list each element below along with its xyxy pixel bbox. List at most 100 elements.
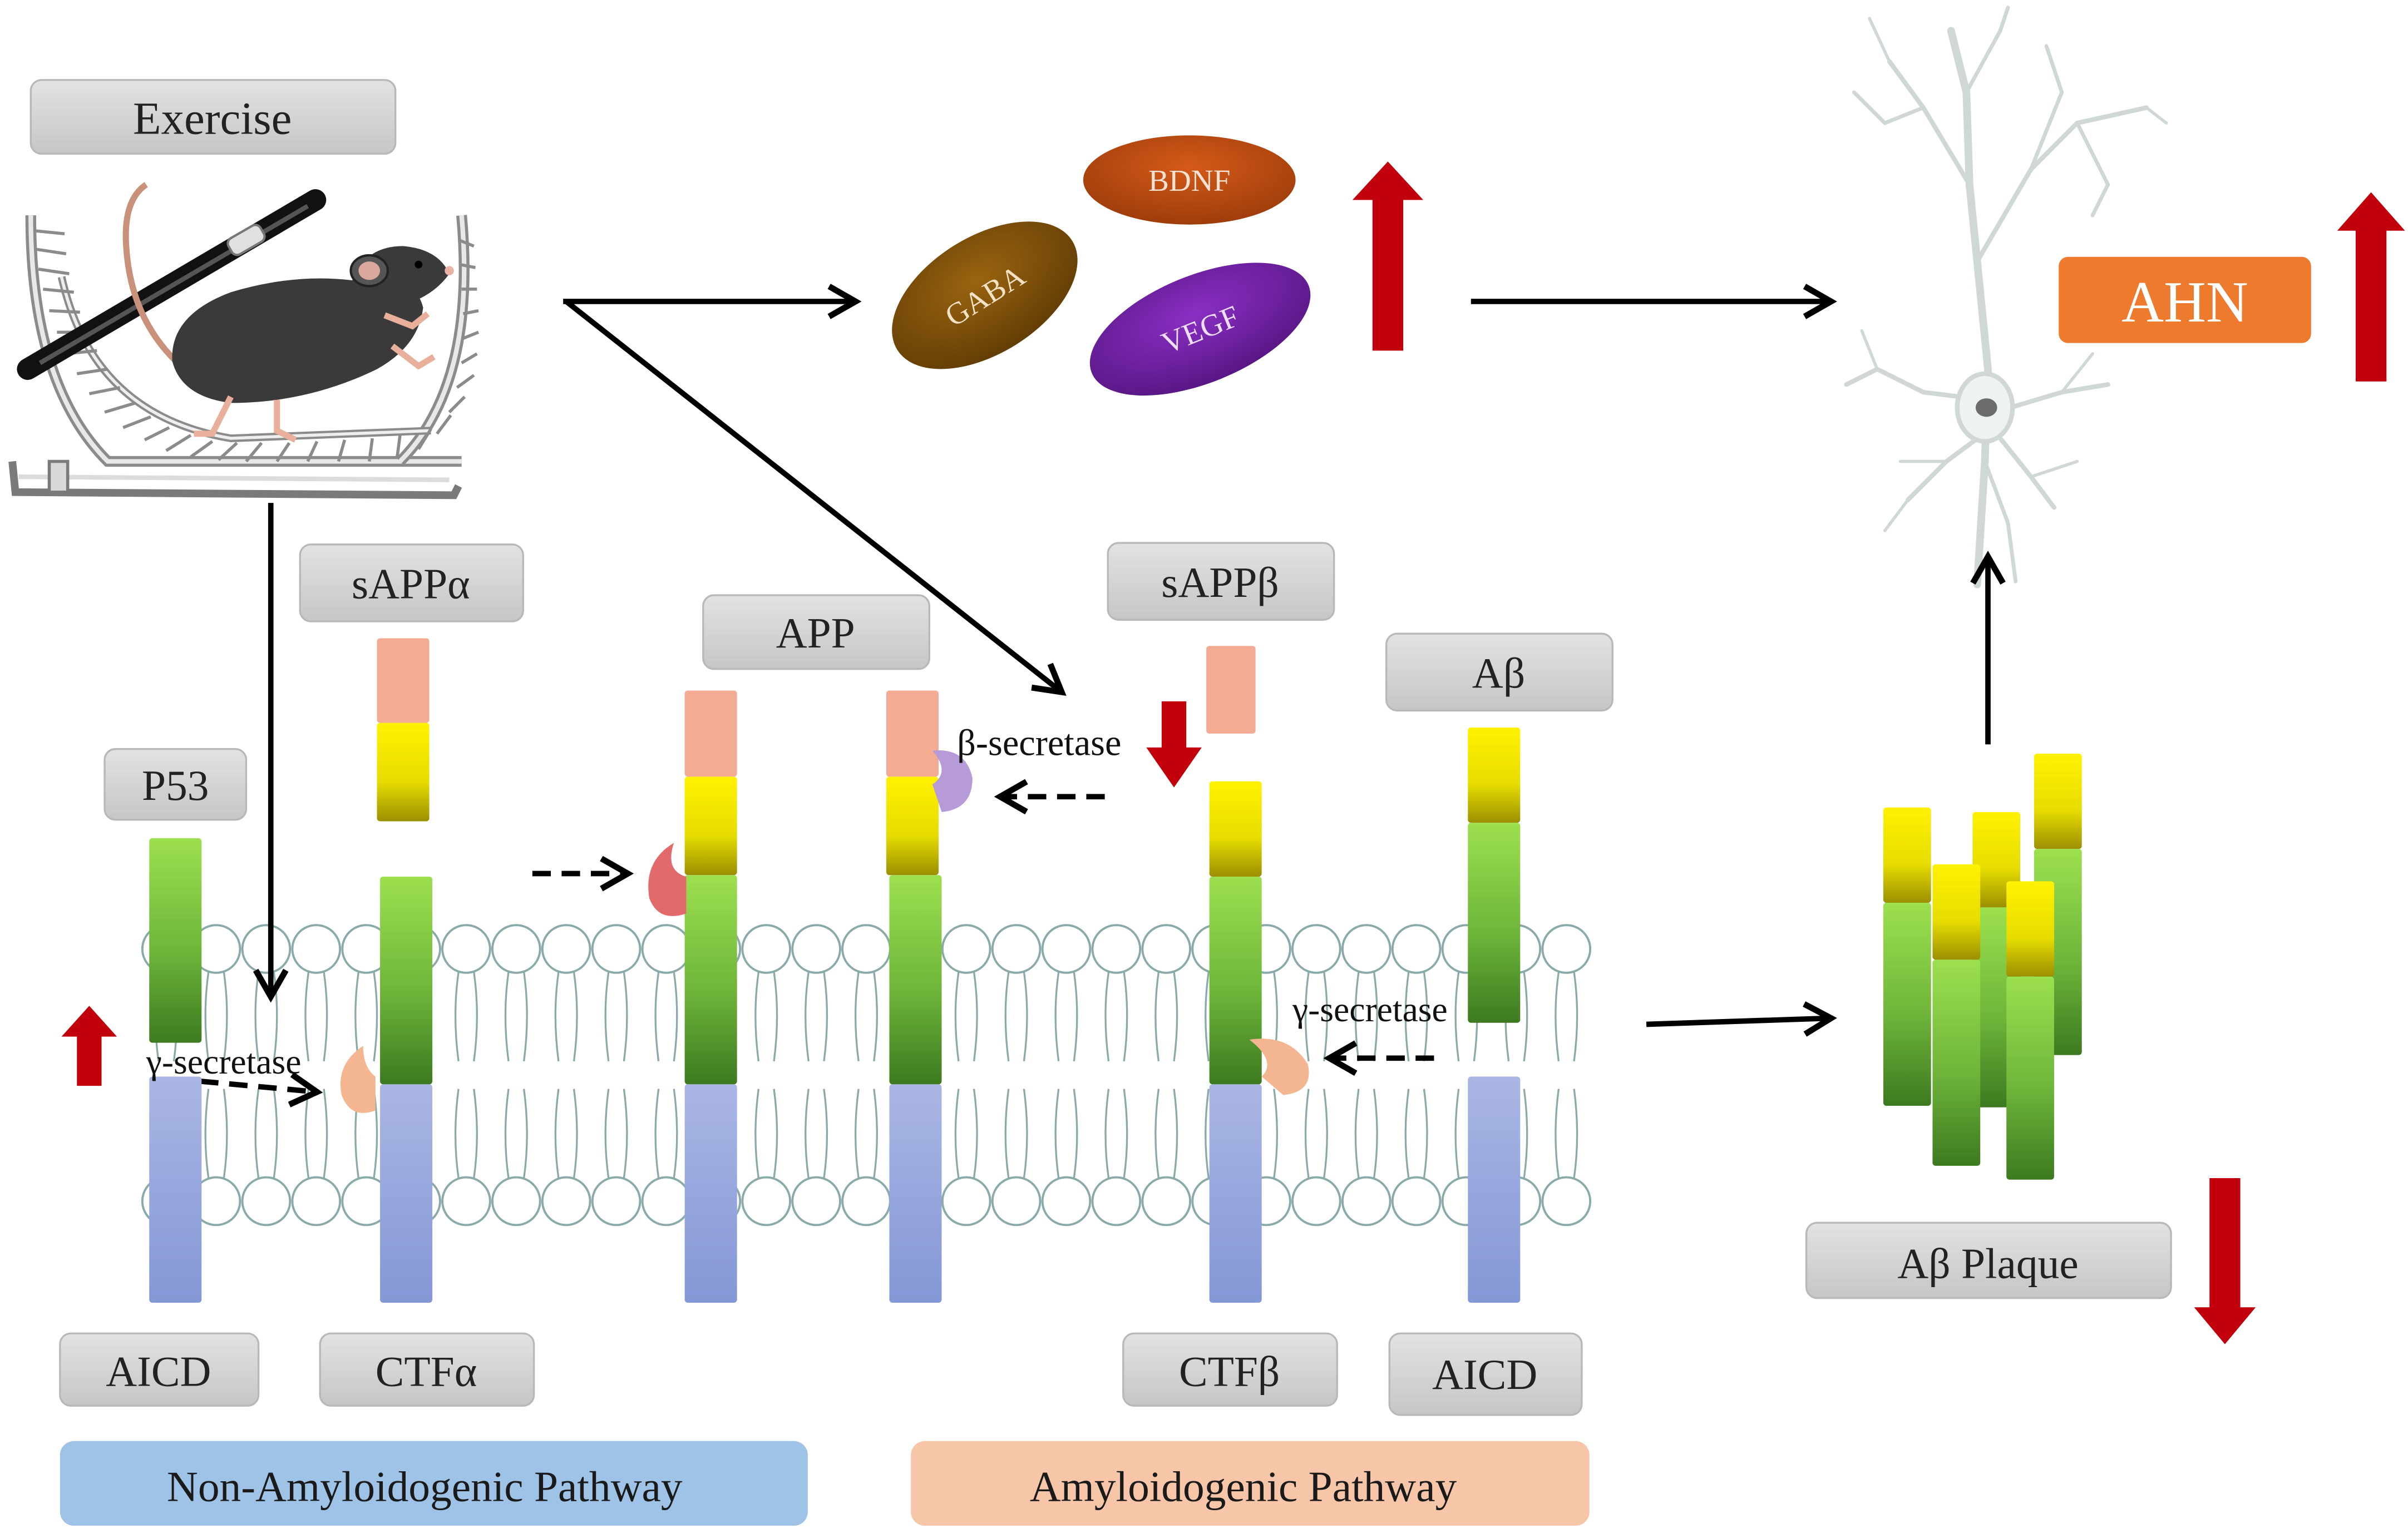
aicd-right-label: AICD [1432, 1351, 1537, 1398]
gamma-secretase-right-label: γ-secretase [1292, 990, 1448, 1029]
phospholipid-head [1091, 924, 1142, 974]
plaque-label-box: Aβ Plaque [1805, 1222, 2172, 1299]
ahn-label: AHN [2121, 269, 2248, 334]
phospholipid-head [441, 924, 491, 974]
phospholipid-head [1141, 924, 1192, 974]
phospholipid-head [841, 1176, 891, 1227]
phospholipid-tails [654, 972, 678, 1179]
sappb-down-arrow-icon [1146, 701, 1202, 788]
phospholipid-head [741, 924, 792, 974]
phospholipid-head [291, 924, 342, 974]
phospholipid-tails [1004, 972, 1028, 1179]
app-protein-alpha [684, 690, 737, 1303]
bilayer-top-heads [141, 924, 1592, 974]
app-protein-beta [886, 690, 942, 1303]
beta-secretase-label: β-secretase [957, 723, 1121, 764]
phospholipid-head [1541, 924, 1592, 974]
ctfb-label: CTFβ [1179, 1347, 1280, 1395]
phospholipid-tails [604, 972, 628, 1179]
amyloidogenic-label: Amyloidogenic Pathway [1030, 1463, 1457, 1511]
pathway-arrows [253, 284, 2006, 1037]
phospholipid-head [441, 1176, 491, 1227]
phospholipid-head [641, 1176, 692, 1227]
ahn-label-box: AHN [2059, 256, 2311, 343]
p53-up-arrow-icon [61, 1006, 117, 1086]
p53-protein [149, 838, 202, 1303]
phospholipid-head [591, 1176, 642, 1227]
phospholipid-tails [954, 972, 978, 1179]
ctfa-label-box: CTFα [319, 1332, 535, 1407]
ctfb-protein [1209, 781, 1262, 1303]
phospholipid-tails [1104, 972, 1128, 1179]
gamma-secretase-right-enzyme [1249, 1038, 1309, 1095]
phospholipid-tails [854, 972, 878, 1179]
phospholipid-tails [1154, 972, 1178, 1179]
phospholipid-head [1291, 1176, 1341, 1227]
phospholipid-head [941, 1176, 991, 1227]
phospholipid-head [841, 924, 891, 974]
phospholipid-head [1541, 1176, 1592, 1227]
dashed-arrows [200, 779, 1434, 1107]
phospholipid-tails [1555, 972, 1578, 1179]
molecules-up-arrow-icon [1352, 161, 1424, 351]
phospholipid-head [1041, 924, 1092, 974]
gaba-molecule: GABA [892, 221, 1078, 369]
plaque-down-arrow-icon [2194, 1178, 2256, 1344]
p53-label: P53 [142, 761, 209, 809]
phospholipid-tails [554, 972, 578, 1179]
abeta-protein [1468, 727, 1521, 1303]
phospholipid-head [791, 924, 841, 974]
phospholipid-tails [805, 972, 828, 1179]
sappb-label-box: sAPPβ [1107, 542, 1335, 621]
phospholipid-head [241, 924, 292, 974]
aicd-right-label-box: AICD [1388, 1332, 1583, 1416]
aicd-left-label-box: AICD [59, 1332, 260, 1407]
exercise-to-secretase-arrow [564, 299, 1067, 696]
ctfa-protein [377, 638, 433, 1303]
plaque-label: Aβ Plaque [1897, 1240, 2078, 1288]
phospholipid-head [1041, 1176, 1092, 1227]
phospholipid-tails [254, 972, 278, 1179]
phospholipid-head [991, 1176, 1042, 1227]
sappa-label: sAPPα [352, 560, 470, 608]
exercise-label-box: Exercise [29, 79, 397, 155]
phospholipid-head [591, 924, 642, 974]
phospholipid-head [1341, 1176, 1391, 1227]
abeta-plaque-cluster [1883, 753, 2082, 1180]
phospholipid-head [1341, 924, 1391, 974]
phospholipid-head [941, 924, 991, 974]
abeta-to-plaque-arrow [1646, 1001, 1837, 1037]
ctfb-label-box: CTFβ [1122, 1332, 1338, 1407]
phospholipid-head [1141, 1176, 1192, 1227]
app-label: APP [776, 609, 855, 657]
phospholipid-head [541, 924, 591, 974]
phospholipid-tails [504, 972, 528, 1179]
phospholipid-head [991, 924, 1042, 974]
neuron-illustration [1844, 6, 2168, 589]
amyloidogenic-band: Amyloidogenic Pathway [911, 1441, 1590, 1526]
gamma-secretase-left-label: γ-secretase [146, 1042, 302, 1081]
phospholipid-head [641, 924, 692, 974]
bdnf-label: BDNF [1148, 164, 1231, 197]
abeta-label-box: Aβ [1385, 632, 1613, 712]
mouse-on-wheel-illustration [8, 182, 480, 500]
phospholipid-tails [204, 972, 228, 1179]
phospholipid-head [1091, 1176, 1142, 1227]
non-amyloidogenic-band: Non-Amyloidogenic Pathway [60, 1441, 808, 1526]
phospholipid-tails [354, 972, 378, 1179]
exercise-label: Exercise [133, 93, 292, 144]
sappb-label: sAPPβ [1161, 558, 1279, 606]
phospholipid-tails [1054, 972, 1078, 1179]
phospholipid-tails [1354, 972, 1378, 1179]
sappb-fragment [1206, 646, 1256, 734]
bilayer-bottom-heads [141, 1176, 1592, 1227]
non-amyloidogenic-label: Non-Amyloidogenic Pathway [167, 1463, 683, 1511]
app-label-box: APP [702, 594, 931, 670]
p53-label-box: P53 [103, 748, 248, 821]
phospholipid-head [791, 1176, 841, 1227]
phospholipid-head [491, 924, 541, 974]
ahn-up-arrow-icon [2337, 192, 2405, 382]
beta-secretase-enzyme [932, 750, 973, 812]
phospholipid-head [1391, 924, 1442, 974]
phospholipid-tails [304, 972, 328, 1179]
